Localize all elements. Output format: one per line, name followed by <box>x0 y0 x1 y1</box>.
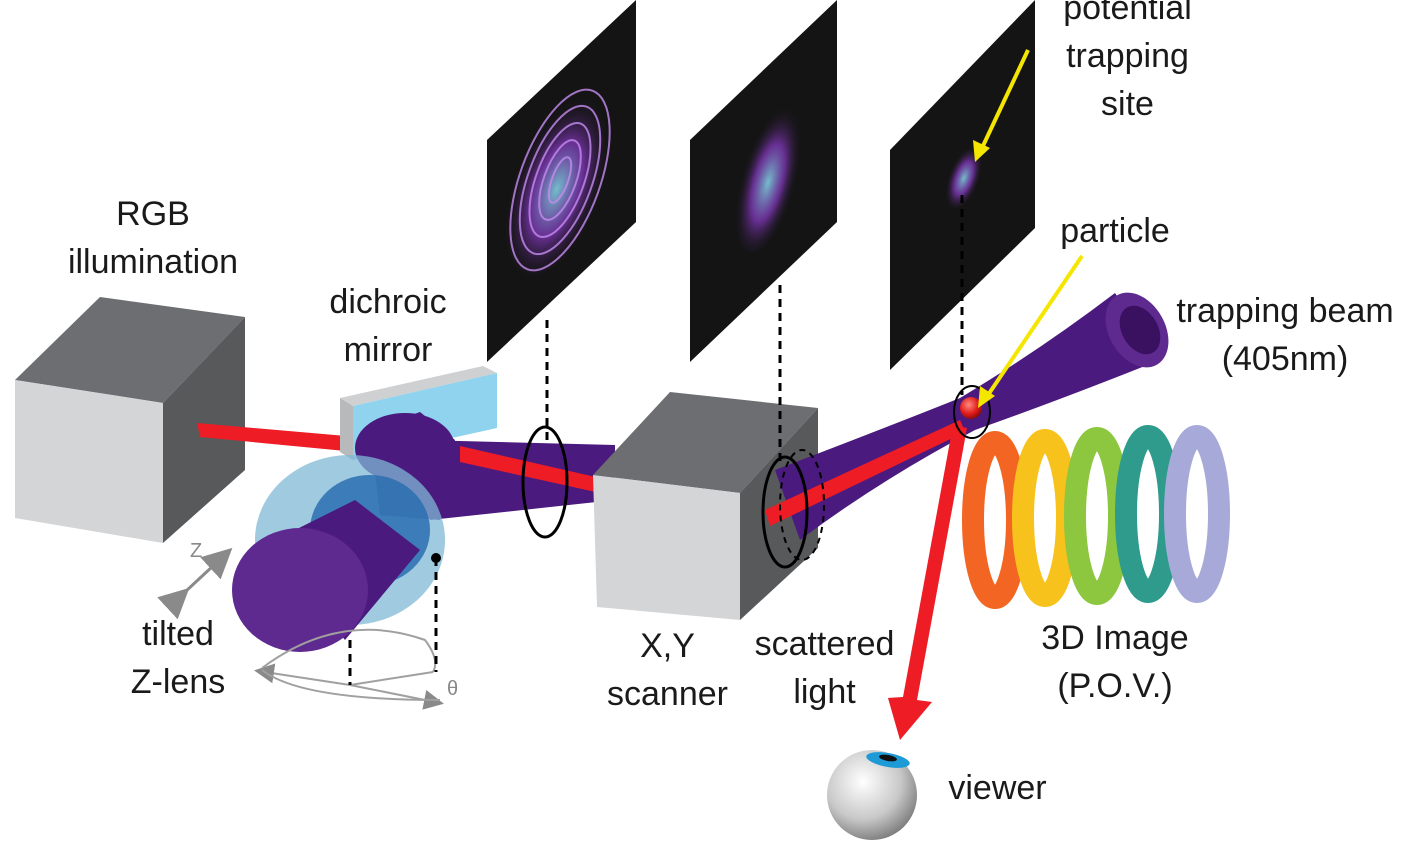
yellow-arrow-trapping-site <box>973 49 1030 162</box>
xy-scanner-box <box>593 392 818 620</box>
tilted-z-lens <box>232 455 445 652</box>
label-3d-line1: 3D Image <box>1041 619 1189 657</box>
beam-ring-2 <box>761 455 809 569</box>
pov-rings <box>962 425 1230 609</box>
label-tilted-line2: Z-lens <box>130 663 226 701</box>
label-scattered-line1: scattered <box>754 625 895 663</box>
label-3d-line2: (P.O.V.) <box>1057 667 1173 705</box>
scattered-to-viewer <box>888 425 967 740</box>
label-dichroic-mirror: dichroic mirror <box>308 278 468 374</box>
pivot-dot <box>431 553 441 563</box>
laser-in-beam <box>460 446 600 493</box>
label-tilted-line1: tilted <box>142 615 214 653</box>
label-particle-text: particle <box>1060 212 1170 250</box>
yellow-arrow-particle <box>978 254 1084 408</box>
particle <box>960 397 982 419</box>
label-trapping-beam: trapping beam (405nm) <box>1155 287 1415 383</box>
label-tilted-z-lens: tilted Z-lens <box>118 610 238 706</box>
label-3d-image: 3D Image (P.O.V.) <box>1025 614 1205 710</box>
label-trapping-line2: (405nm) <box>1221 340 1349 378</box>
label-theta: θ <box>447 678 459 700</box>
label-viewer-text: viewer <box>948 769 1047 807</box>
rgb-illumination-box <box>15 297 245 543</box>
label-potential-line1: potential <box>1063 0 1192 27</box>
label-trapping-line1: trapping beam <box>1176 292 1394 330</box>
label-z-axis: Z <box>190 540 203 562</box>
particle-ring <box>953 385 991 439</box>
image-panel-1 <box>487 0 636 362</box>
image-panel-2 <box>690 0 837 362</box>
label-dichroic-line2: mirror <box>343 331 433 369</box>
label-scattered-line2: light <box>793 673 856 711</box>
beam-ring-3 <box>779 449 825 561</box>
label-rgb-line2: illumination <box>67 243 239 281</box>
scattered-light-beam <box>765 420 965 526</box>
label-dichroic-line1: dichroic <box>329 283 447 321</box>
tilt-angle-diagram <box>254 628 444 710</box>
image-panel-3 <box>890 0 1035 370</box>
viewer-eye <box>827 750 917 840</box>
label-xy-line1: X,Y <box>640 627 695 665</box>
label-xy-scanner: X,Y scanner <box>595 622 740 718</box>
beam-ring-1 <box>521 425 569 539</box>
label-potential-line2: trapping <box>1066 37 1189 75</box>
label-potential-trapping-site: potential trapping site <box>1040 0 1215 128</box>
label-xy-line2: scanner <box>607 675 728 713</box>
label-potential-line3: site <box>1101 85 1154 123</box>
label-viewer: viewer <box>935 764 1060 812</box>
label-scattered-light: scattered light <box>742 620 907 716</box>
z-axis-arrow <box>157 547 233 620</box>
label-rgb-line1: RGB <box>116 195 190 233</box>
label-rgb-illumination: RGB illumination <box>48 190 258 286</box>
label-particle: particle <box>1040 207 1190 255</box>
